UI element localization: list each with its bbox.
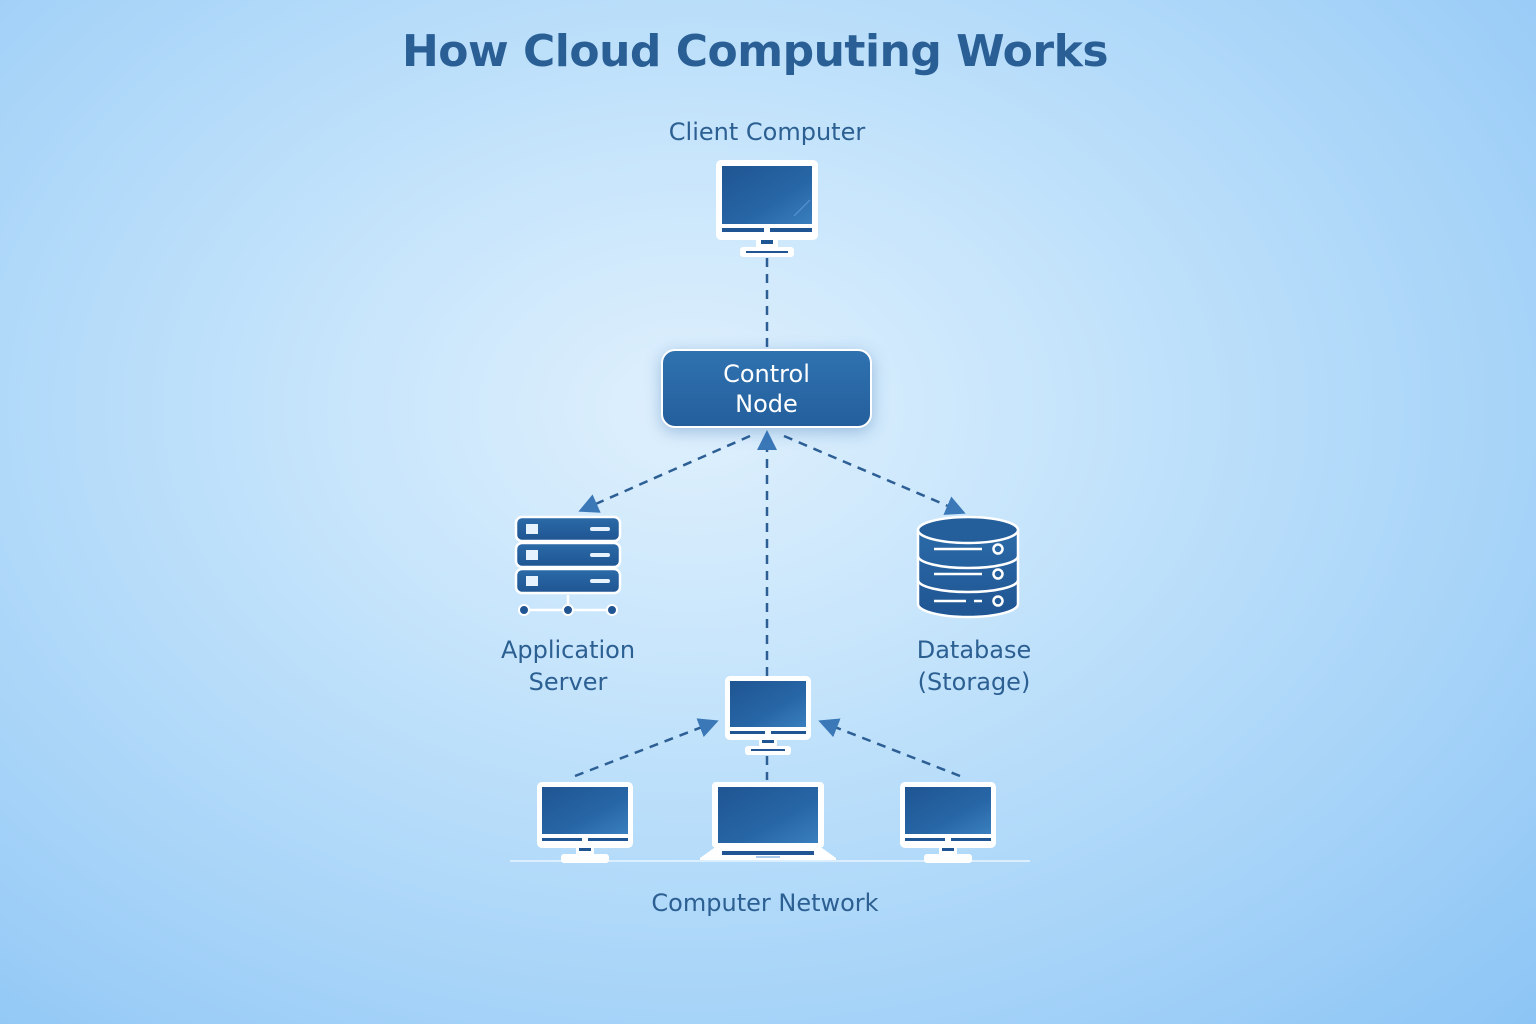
connector-right-hub [818,718,961,778]
client-computer-icon [716,160,818,257]
network-left-monitor-icon [537,782,633,863]
diagram-title: How Cloud Computing Works [401,26,1109,77]
database-cylinder-icon [916,515,1020,619]
control-node-label-line2: Node [735,389,798,418]
server-rack-icon [514,515,622,616]
database-label: Database (Storage) [854,634,1094,698]
connector-left-hub [574,718,719,778]
connector-control-appserver [578,434,751,513]
computer-network-label: Computer Network [651,889,879,917]
application-server-label-line1: Application [500,636,636,664]
client-computer-label: Client Computer [668,118,866,146]
database-label-line1: Database [916,636,1032,664]
database-label-line2: (Storage) [917,668,1031,696]
network-hub-monitor-icon [725,676,811,755]
control-node-label-line1: Control [723,359,810,388]
network-right-monitor-icon [900,782,996,863]
network-laptop-icon [700,782,836,860]
control-node: Control Node [661,349,872,428]
application-server-label-line2: Server [528,668,608,696]
application-server-label: Application Server [448,634,688,698]
connector-control-database [783,434,966,515]
